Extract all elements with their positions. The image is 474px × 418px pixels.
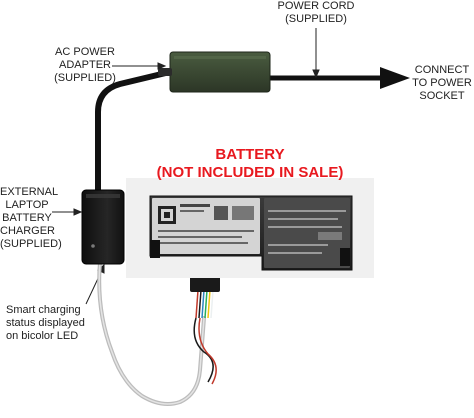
power-cord-line-1: POWER CORD — [277, 0, 355, 12]
external-charger-image — [81, 189, 125, 265]
connect-line-3: SOCKET — [419, 90, 465, 102]
charger-output-cable — [97, 260, 206, 406]
charger-line-1: EXTERNAL — [0, 186, 59, 198]
smart-charging-label: Smart charging status displayed on bicol… — [6, 304, 98, 343]
battery-line-2: (NOT INCLUDED IN SALE) — [156, 164, 344, 181]
power-cord-line-2: (SUPPLIED) — [285, 13, 347, 25]
ac-adapter-image — [158, 51, 271, 93]
wire-harness — [193, 289, 217, 385]
smart-line-2: status displayed — [6, 317, 85, 329]
laptop-battery-image — [149, 195, 353, 271]
ac-power-adapter-label: AC POWER ADAPTER (SUPPLIED) — [50, 46, 120, 85]
smart-line-3: on bicolor LED — [6, 330, 79, 342]
bicolor-led — [91, 244, 95, 248]
external-charger-label: EXTERNAL LAPTOP BATTERY CHARGER (SUPPLIE… — [0, 186, 62, 251]
ac-adapter-line-2: ADAPTER — [59, 59, 111, 71]
connect-line-2: TO POWER — [412, 77, 472, 89]
socket-arrow — [380, 67, 410, 89]
charger-line-5: (SUPPLIED) — [0, 238, 62, 250]
dc-cable — [95, 69, 173, 195]
charger-line-3: BATTERY — [2, 212, 52, 224]
battery-not-included-label: BATTERY (NOT INCLUDED IN SALE) — [140, 146, 360, 182]
connect-socket-label: CONNECT TO POWER SOCKET — [412, 64, 472, 103]
battery-line-1: BATTERY — [215, 146, 285, 163]
power-cord-label: POWER CORD (SUPPLIED) — [276, 0, 356, 26]
ac-adapter-line-1: AC POWER — [55, 46, 115, 58]
smart-line-1: Smart charging — [6, 304, 81, 316]
charger-line-4: CHARGER — [0, 225, 56, 237]
charger-line-2: LAPTOP — [5, 199, 49, 211]
connect-line-1: CONNECT — [414, 64, 470, 76]
ac-adapter-line-3: (SUPPLIED) — [54, 72, 116, 84]
